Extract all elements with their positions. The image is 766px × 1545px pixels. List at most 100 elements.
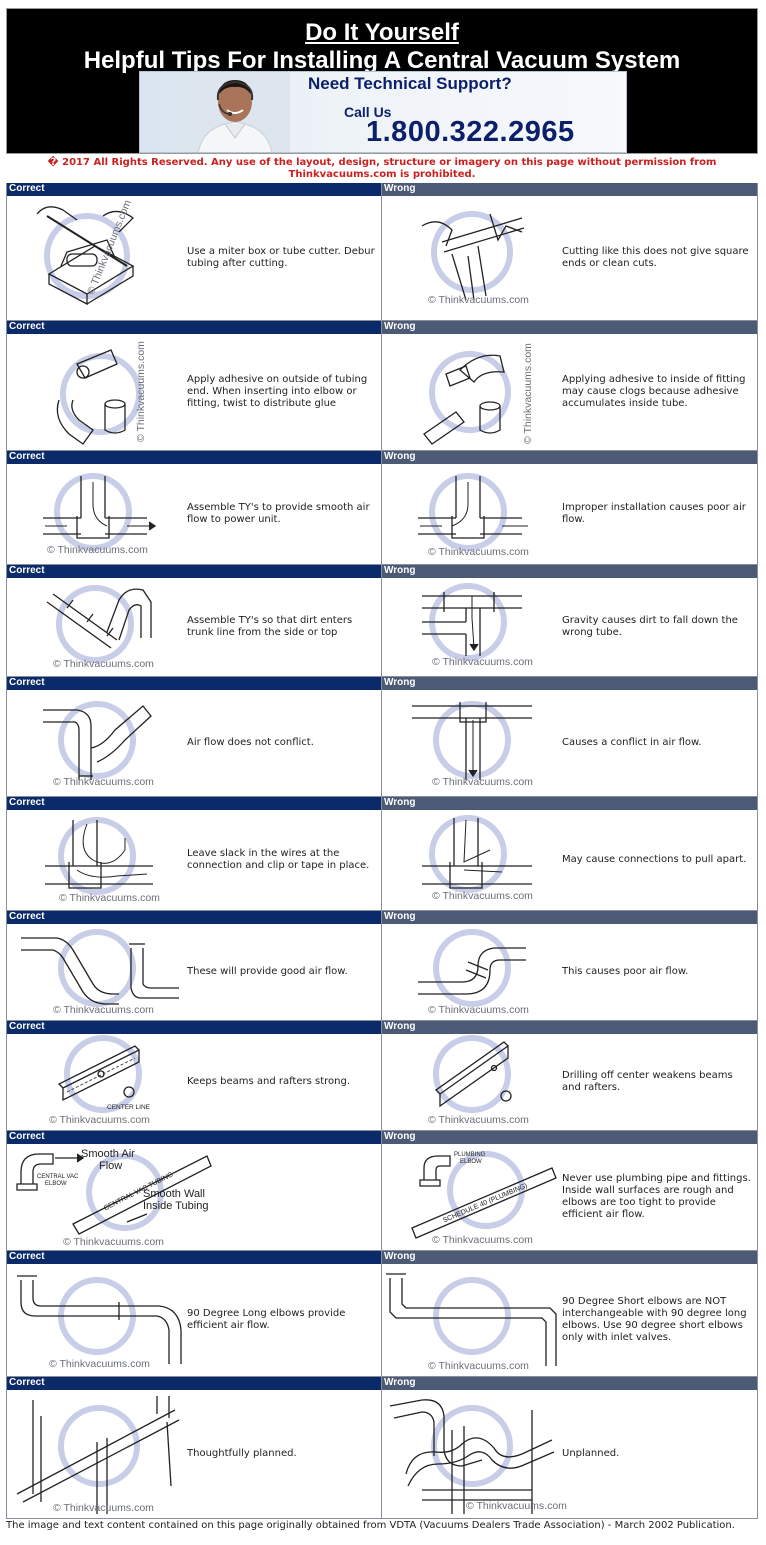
correct-label: Correct bbox=[7, 565, 381, 578]
tip-text: Air flow does not conflict. bbox=[187, 737, 314, 748]
watermark: © Thinkvacuums.com bbox=[53, 1502, 154, 1514]
wrong-cell: Wrong © Thinkvacuums.com Drilling off ce… bbox=[382, 1021, 758, 1131]
tight-wire-illustration: © Thinkvacuums.com bbox=[382, 810, 562, 910]
correct-cell: Correct © Thinkvacuums.com Thoughtfully … bbox=[6, 1377, 382, 1519]
watermark: © Thinkvacuums.com bbox=[428, 1114, 529, 1126]
wrong-label: Wrong bbox=[382, 451, 757, 464]
smooth-wall-label: Smooth Wall bbox=[143, 1188, 205, 1200]
smooth-air-label: Smooth Air bbox=[81, 1148, 135, 1160]
tip-text: Keeps beams and rafters strong. bbox=[187, 1076, 351, 1087]
tip-row: Correct © Thinkvacuums.com These will pr… bbox=[6, 911, 758, 1021]
support-prompt: Need Technical Support? bbox=[308, 74, 512, 93]
tip-text: Never use plumbing pipe and fittings. In… bbox=[562, 1173, 751, 1220]
copyright-line-1: � 2017 All Rights Reserved. Any use of t… bbox=[47, 157, 717, 168]
tip-text: Drilling off center weakens beams and ra… bbox=[562, 1070, 733, 1093]
off-center-drill-illustration: © Thinkvacuums.com bbox=[382, 1034, 562, 1130]
wrong-cell: Wrong © Thinkvacuums.com Applying adhesi… bbox=[382, 321, 758, 451]
improper-cut-illustration: © Thinkvacuums.com bbox=[382, 196, 562, 320]
central-vac-tubing-illustration: Smooth Air Flow Smooth Wall Inside Tubin… bbox=[7, 1144, 375, 1250]
watermark: © Thinkvacuums.com bbox=[428, 546, 529, 558]
planned-layout-illustration: © Thinkvacuums.com bbox=[7, 1390, 187, 1518]
conflict-illustration: © Thinkvacuums.com bbox=[382, 690, 562, 796]
watermark: © Thinkvacuums.com bbox=[432, 656, 533, 668]
tip-row: Correct © Thinkvacuums.com bbox=[6, 183, 758, 321]
watermark: © Thinkvacuums.com bbox=[53, 658, 154, 670]
wrong-cell: Wrong PLUMBING ELBOW SCHEDULE 40 (PLUMBI… bbox=[382, 1131, 758, 1251]
tip-text: These will provide good air flow. bbox=[187, 966, 348, 977]
watermark: © Thinkvacuums.com bbox=[432, 1234, 533, 1246]
watermark: © Thinkvacuums.com bbox=[59, 892, 160, 904]
no-conflict-illustration: © Thinkvacuums.com bbox=[7, 690, 187, 796]
page-title: Do It Yourself bbox=[305, 19, 459, 46]
correct-label: Correct bbox=[7, 1251, 381, 1264]
wrong-label: Wrong bbox=[382, 1377, 757, 1390]
tip-row: Correct © Thinkvacuums.com Assemble TY's… bbox=[6, 565, 758, 677]
center-drill-illustration: CENTER LINE © Thinkvacuums.com bbox=[7, 1034, 187, 1130]
tip-text: Assemble TY's to provide smooth air flow… bbox=[187, 502, 370, 525]
correct-cell: Correct © Thinkvacuums.com Apply adhesiv… bbox=[6, 321, 382, 451]
correct-cell: Correct © Thinkvacuums.com Leave slack i… bbox=[6, 797, 382, 911]
tip-text: Thoughtfully planned. bbox=[187, 1448, 297, 1459]
tip-row: Correct © Thinkvacuums.com Apply adhesiv… bbox=[6, 321, 758, 451]
watermark: © Thinkvacuums.com bbox=[53, 1004, 154, 1016]
inside-tubing-label: Inside Tubing bbox=[143, 1200, 209, 1212]
correct-label: Correct bbox=[7, 911, 381, 924]
watermark: © Thinkvacuums.com bbox=[428, 1360, 529, 1372]
wrong-label: Wrong bbox=[382, 677, 757, 690]
correct-cell: Correct © Thinkvacuums.com Assemble TY's… bbox=[6, 565, 382, 677]
correct-cell: Correct © Thinkvacuums.com Air flow does… bbox=[6, 677, 382, 797]
correct-label: Correct bbox=[7, 1131, 381, 1144]
plumbing-pipe-illustration: PLUMBING ELBOW SCHEDULE 40 (PLUMBING) © … bbox=[382, 1144, 562, 1250]
watermark: © Thinkvacuums.com bbox=[432, 890, 533, 902]
tip-text: 90 Degree Short elbows are NOT interchan… bbox=[562, 1296, 747, 1343]
tip-text: Use a miter box or tube cutter. Debur tu… bbox=[187, 246, 375, 269]
tip-row: Correct © Thinkvacuums.com 90 Degree Lon… bbox=[6, 1251, 758, 1377]
support-banner[interactable]: Need Technical Support? Call Us 1.800.32… bbox=[139, 71, 627, 153]
watermark: © Thinkvacuums.com bbox=[466, 1500, 567, 1512]
watermark: © Thinkvacuums.com bbox=[432, 776, 533, 788]
wrong-cell: Wrong © Thinkvacuums.com Causes a confli… bbox=[382, 677, 758, 797]
tip-row: Correct © Thinkvacuums.com Leave slack i… bbox=[6, 797, 758, 911]
adhesive-inside-illustration: © Thinkvacuums.com bbox=[382, 334, 562, 450]
correct-cell: Correct © Thinkvacuums.com bbox=[6, 451, 382, 565]
tip-row: Correct Smooth Air Flow Smooth Wall bbox=[6, 1131, 758, 1251]
cv-elbow-label-2: ELBOW bbox=[45, 1181, 67, 1187]
tip-row: Correct © Thinkvacuums.com Air flow does… bbox=[6, 677, 758, 797]
tip-text: Cutting like this does not give square e… bbox=[562, 246, 749, 269]
tip-text: May cause connections to pull apart. bbox=[562, 854, 747, 865]
correct-cell: Correct CENTER LINE © Thinkvacuums.com K… bbox=[6, 1021, 382, 1131]
phone-number[interactable]: 1.800.322.2965 bbox=[366, 116, 575, 148]
correct-label: Correct bbox=[7, 451, 381, 464]
wrong-cell: Wrong © Thinkvacuums.com Improp bbox=[382, 451, 758, 565]
wrong-label: Wrong bbox=[382, 1021, 757, 1034]
support-agent-photo bbox=[180, 72, 290, 152]
page-header: Do It Yourself Helpful Tips For Installi… bbox=[6, 8, 758, 154]
dirt-side-entry-illustration: © Thinkvacuums.com bbox=[7, 578, 187, 676]
correct-label: Correct bbox=[7, 1377, 381, 1390]
unplanned-layout-illustration: © Thinkvacuums.com bbox=[382, 1390, 567, 1518]
tip-row: Correct © Thinkvacuums.com Thoughtfully … bbox=[6, 1377, 758, 1519]
poor-elbows-illustration: © Thinkvacuums.com bbox=[382, 924, 562, 1020]
tip-text: Causes a conflict in air flow. bbox=[562, 737, 702, 748]
source-footer: The image and text content contained on … bbox=[6, 1520, 735, 1531]
tips-table: Correct © Thinkvacuums.com bbox=[6, 183, 758, 1519]
dirt-gravity-illustration: © Thinkvacuums.com bbox=[382, 578, 562, 676]
watermark: © Thinkvacuums.com bbox=[428, 1004, 529, 1016]
tip-text: Unplanned. bbox=[562, 1448, 620, 1459]
tip-text: 90 Degree Long elbows provide efficient … bbox=[187, 1308, 346, 1331]
long-elbows-illustration: © Thinkvacuums.com bbox=[7, 1264, 187, 1376]
correct-label: Correct bbox=[7, 183, 381, 196]
wrong-cell: Wrong © Thinkvacuums.com This causes poo… bbox=[382, 911, 758, 1021]
correct-cell: Correct © Thinkvacuums.com 90 Degree Lon… bbox=[6, 1251, 382, 1377]
wrong-label: Wrong bbox=[382, 565, 757, 578]
wrong-cell: Wrong © Thinkvacuums.com Cutting like th… bbox=[382, 183, 758, 321]
copyright-line-2: Thinkvacuums.com is prohibited. bbox=[288, 169, 476, 180]
plumbing-elbow-label-2: ELBOW bbox=[460, 1159, 482, 1165]
correct-label: Correct bbox=[7, 1021, 381, 1034]
ty-correct-illustration: © Thinkvacuums.com bbox=[7, 464, 187, 564]
ty-wrong-illustration: © Thinkvacuums.com bbox=[382, 464, 562, 564]
wrong-cell: Wrong © Thinkvacuums.com Unplanned. bbox=[382, 1377, 758, 1519]
wrong-label: Wrong bbox=[382, 1251, 757, 1264]
good-elbows-illustration: © Thinkvacuums.com bbox=[7, 924, 187, 1020]
wrong-label: Wrong bbox=[382, 321, 757, 334]
